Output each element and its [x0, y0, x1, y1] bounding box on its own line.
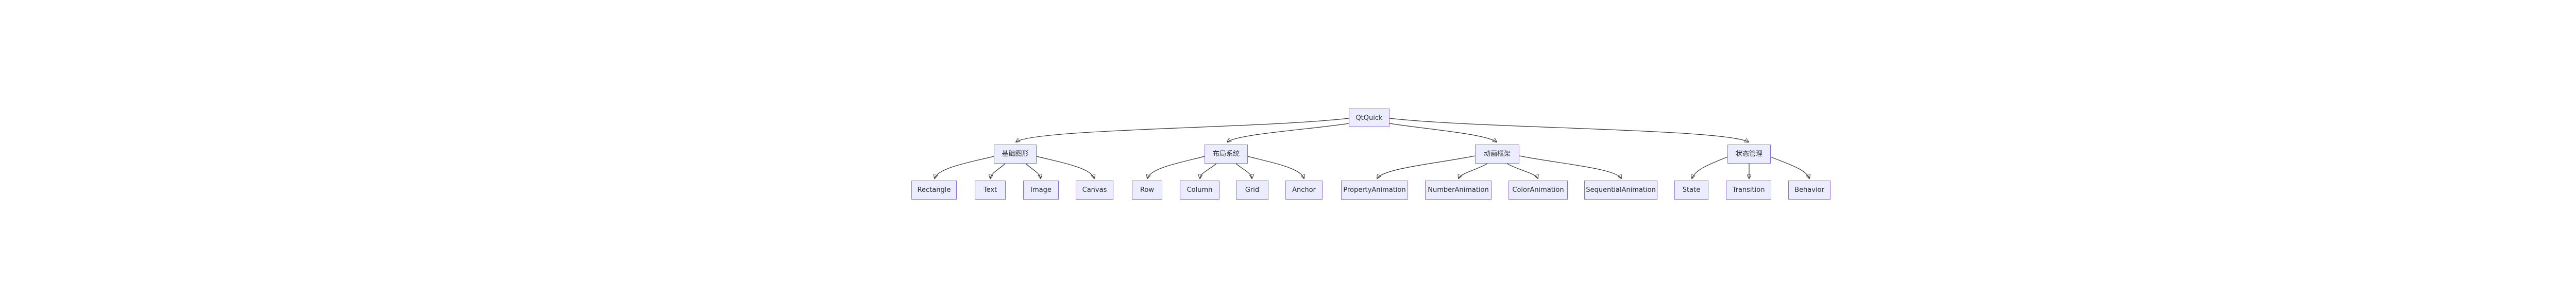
node-state-management: 状态管理 — [1727, 145, 1771, 164]
edge-qtquick-animation-framework — [1389, 123, 1497, 142]
edge-animation-framework-propertyanimation — [1377, 155, 1476, 178]
node-column: Column — [1180, 181, 1219, 200]
node-coloranimation: ColorAnimation — [1509, 181, 1568, 200]
edge-animation-framework-sequentialanimation — [1519, 155, 1621, 178]
edge-basic-graphics-image — [1025, 163, 1041, 178]
edge-layout-system-grid — [1235, 163, 1252, 178]
node-grid: Grid — [1236, 181, 1268, 200]
node-qtquick: QtQuick — [1349, 109, 1389, 127]
edge-qtquick-basic-graphics — [1016, 118, 1349, 142]
edge-animation-framework-numberanimation — [1459, 163, 1488, 178]
node-sequentialanimation: SequentialAnimation — [1584, 181, 1657, 200]
node-state: State — [1674, 181, 1708, 200]
edge-qtquick-state-management — [1389, 118, 1749, 142]
node-layout-system: 布局系统 — [1205, 145, 1248, 164]
node-anchor: Anchor — [1285, 181, 1323, 200]
node-transition: Transition — [1726, 181, 1771, 200]
node-animation-framework: 动画框架 — [1475, 145, 1519, 164]
edge-basic-graphics-canvas — [1036, 156, 1094, 178]
edge-layout-system-anchor — [1247, 156, 1304, 178]
node-numberanimation: NumberAnimation — [1425, 181, 1492, 200]
edge-state-management-state — [1692, 156, 1728, 178]
edge-layout-system-column — [1200, 163, 1217, 178]
edge-layout-system-row — [1147, 156, 1205, 178]
node-row: Row — [1132, 181, 1162, 200]
node-canvas: Canvas — [1076, 181, 1113, 200]
node-text: Text — [975, 181, 1006, 200]
node-behavior: Behavior — [1788, 181, 1831, 200]
edge-qtquick-layout-system — [1227, 123, 1349, 142]
node-image: Image — [1023, 181, 1059, 200]
node-basic-graphics: 基础图形 — [994, 145, 1037, 164]
edge-basic-graphics-text — [990, 163, 1006, 178]
edge-animation-framework-coloranimation — [1506, 163, 1538, 178]
edge-basic-graphics-rectangle — [935, 156, 994, 178]
node-propertyanimation: PropertyAnimation — [1341, 181, 1408, 200]
edge-state-management-behavior — [1770, 156, 1809, 178]
node-rectangle: Rectangle — [911, 181, 957, 200]
